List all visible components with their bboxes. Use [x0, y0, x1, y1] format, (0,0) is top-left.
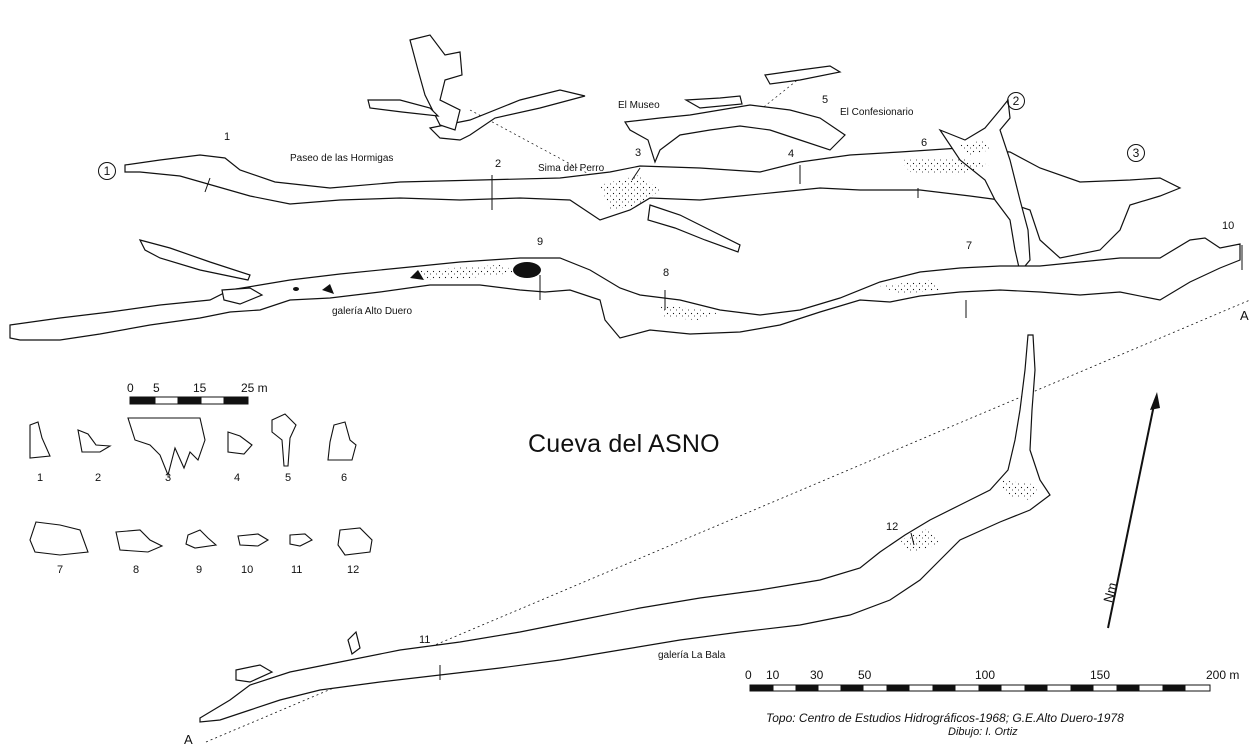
la-bala-gallery	[199, 334, 1051, 723]
credit-topo: Topo: Centro de Estudios Hidrográficos-1…	[766, 711, 1124, 725]
large-scale-tick: 200 m	[1206, 668, 1240, 682]
section-marker: 8	[663, 267, 670, 279]
profile-label-a-left: A	[184, 732, 193, 747]
section-marker: 3	[635, 147, 642, 159]
profile-line	[205, 299, 1251, 743]
section-marker: 7	[966, 240, 973, 252]
upper-gallery-fill	[600, 140, 990, 210]
section-marker: 4	[788, 148, 795, 160]
cross-section-label: 10	[241, 564, 254, 576]
large-scale-tick: 10	[766, 668, 780, 682]
label-alto-duero: galería Alto Duero	[332, 306, 413, 317]
section-marker: 11	[419, 634, 431, 646]
section-marker: 12	[886, 521, 899, 533]
small-scale-tick: 25 m	[241, 381, 268, 395]
cross-section-label: 9	[196, 564, 203, 576]
entrance-marker-2: 2	[1007, 92, 1025, 110]
section-marker: 9	[537, 236, 544, 248]
cross-section-label: 6	[341, 472, 348, 484]
label-museo: El Museo	[618, 100, 660, 111]
small-scale-tick: 5	[153, 381, 160, 395]
cross-section-label: 7	[57, 564, 64, 576]
cross-section-label: 4	[234, 472, 241, 484]
large-scale-bar	[749, 684, 1211, 692]
north-arrow-icon	[1107, 392, 1160, 629]
cross-section-label: 1	[37, 472, 44, 484]
large-scale-tick: 30	[810, 668, 824, 682]
small-scale-tick: 15	[193, 381, 207, 395]
cross-sections	[29, 413, 373, 556]
large-scale-tick: 100	[975, 668, 996, 682]
section-ticks	[204, 165, 1243, 680]
section-marker: 1	[224, 131, 231, 143]
label-la-bala: galería La Bala	[658, 650, 726, 661]
reference-line	[469, 77, 801, 181]
section-marker: 10	[1222, 220, 1235, 232]
label-sima: Sima del Perro	[538, 163, 605, 174]
entrance-marker-3: 3	[1127, 144, 1145, 162]
small-scale-tick: 0	[127, 381, 134, 395]
section-marker: 2	[495, 158, 502, 170]
alto-duero-fill	[420, 265, 940, 320]
cross-section-label: 8	[133, 564, 140, 576]
small-scale-bar	[129, 396, 249, 405]
large-scale-tick: 50	[858, 668, 872, 682]
alto-duero-gallery	[9, 237, 1241, 341]
la-bala-fill	[900, 480, 1040, 552]
section-marker: 5	[822, 94, 829, 106]
large-scale-tick: 150	[1090, 668, 1111, 682]
cross-section-label: 12	[347, 564, 360, 576]
section-marker: 6	[921, 137, 928, 149]
upper-gallery	[124, 34, 1182, 274]
large-scale-tick: 0	[745, 668, 752, 682]
cross-section-label: 3	[165, 472, 172, 484]
cross-section-label: 11	[291, 564, 303, 576]
map-title: Cueva del ASNO	[528, 430, 720, 458]
entrance-marker-1: 1	[98, 162, 116, 180]
label-paseo: Paseo de las Hormigas	[290, 153, 394, 164]
label-confesionario: El Confesionario	[840, 107, 914, 118]
water-pools	[293, 262, 541, 294]
cross-section-label: 2	[95, 472, 102, 484]
cross-section-label: 5	[285, 472, 292, 484]
profile-label-a-right: A	[1240, 308, 1249, 323]
credit-dibujo: Dibujo: I. Ortiz	[948, 726, 1018, 738]
